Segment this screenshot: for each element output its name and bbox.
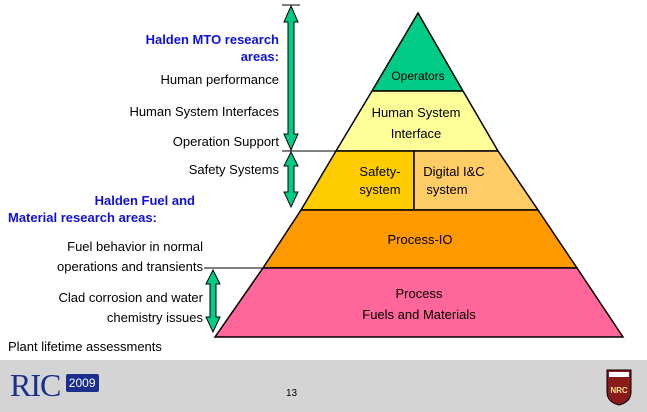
nrc-badge-icon: NRC <box>606 369 632 406</box>
label-fuel-behavior-line2: operations and transients <box>57 259 203 274</box>
label-fuel-behavior-line1: Fuel behavior in normal <box>67 239 203 254</box>
layer-digital-ic <box>413 150 540 211</box>
pyramid-label-process-line1: Process <box>396 286 443 301</box>
layer-process <box>213 267 625 338</box>
pyramid-label-safety-line1: Safety- <box>359 164 400 179</box>
layer-hsi <box>334 90 500 152</box>
pyramid-label-hsi-line2: Interface <box>391 126 442 141</box>
mto-heading-line1: Halden MTO research <box>145 32 279 47</box>
label-clad-line1: Clad corrosion and water <box>58 290 203 305</box>
label-human-system-interfaces: Human System Interfaces <box>129 104 279 119</box>
label-clad-line2: chemistry issues <box>106 310 203 325</box>
label-safety-systems: Safety Systems <box>188 162 279 177</box>
page-number: 13 <box>286 388 298 399</box>
footer-bar: RIC 2009 13 NRC <box>0 360 647 412</box>
fuel-heading-line2: Material research areas: <box>8 210 157 225</box>
pyramid-label-hsi-line1: Human System <box>372 105 461 120</box>
pyramid-label-safety-line2: system <box>359 182 400 197</box>
mto-heading-line2: areas: <box>240 49 279 64</box>
label-operation-support: Operation Support <box>172 134 279 149</box>
fuel-heading-line1: Halden Fuel and <box>94 193 195 208</box>
nrc-badge-text: NRC <box>610 386 628 395</box>
pyramid-diagram: Operators Human System Interface Safety-… <box>204 4 625 338</box>
ric-logo-year: 2009 <box>65 374 99 392</box>
nrc-badge: NRC <box>605 366 633 406</box>
double-arrow-mto <box>283 4 299 152</box>
ric-logo-text: RIC <box>10 367 61 403</box>
double-arrow-fuel <box>205 268 221 334</box>
double-arrow-safety <box>283 150 299 209</box>
pyramid-label-digital-line1: Digital I&C <box>423 164 484 179</box>
pyramid-label-process-io: Process-IO <box>387 232 452 247</box>
label-human-performance: Human performance <box>160 72 280 87</box>
ric-logo: RIC 2009 <box>10 369 99 401</box>
pyramid-label-operators: Operators <box>391 69 444 83</box>
label-plant-lifetime: Plant lifetime assessments <box>8 339 162 354</box>
pyramid-label-process-line2: Fuels and Materials <box>362 307 476 322</box>
pyramid-label-digital-line2: system <box>426 182 467 197</box>
layer-safety-system <box>299 150 415 211</box>
